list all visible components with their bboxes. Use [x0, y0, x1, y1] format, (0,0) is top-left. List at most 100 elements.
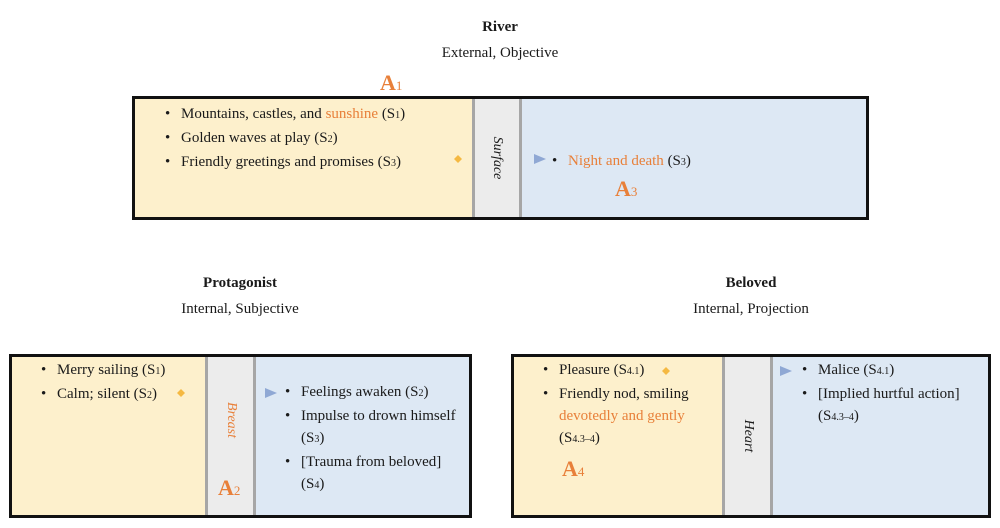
- stanza-ref: (S2): [405, 384, 429, 400]
- divider-label: Breast: [223, 402, 239, 439]
- list-item: Friendly greetings and promises (S3): [163, 151, 405, 175]
- stanza-ref: (S3): [301, 430, 325, 446]
- beloved-title: Beloved: [725, 275, 777, 291]
- stanza-number: 4.1: [876, 366, 890, 377]
- list-item: Malice (S4.1): [800, 359, 970, 383]
- annotation-letter: A: [562, 456, 578, 481]
- list-item: Golden waves at play (S2): [163, 127, 405, 151]
- river-surface-list: Mountains, castles, and sunshine (S1) Go…: [163, 103, 405, 175]
- annotation-letter: A: [615, 176, 631, 201]
- list-item: Night and death (S3): [550, 150, 691, 174]
- annotation-index: 3: [630, 184, 638, 199]
- river-subtitle: External, Objective: [441, 45, 559, 61]
- stanza-ref: (S4): [301, 476, 325, 492]
- stanza-number: 4.3–4: [572, 434, 595, 445]
- list-item: [Implied hurtful action] (S4.3–4): [800, 383, 970, 429]
- river-box: Mountains, castles, and sunshine (S1) Go…: [132, 96, 869, 220]
- protagonist-divider: Breast A2: [205, 357, 256, 515]
- stanza-number: 1: [155, 366, 161, 377]
- annotation-letter: A: [218, 475, 234, 500]
- protagonist-depth-list: Feelings awaken (S2) Impulse to drown hi…: [283, 381, 463, 497]
- annotation-a2: A2: [218, 475, 240, 501]
- item-text: [Trauma from beloved]: [301, 454, 442, 470]
- stanza-number: 1: [395, 110, 401, 121]
- annotation-index: 1: [395, 78, 403, 93]
- stanza-number: 2: [418, 388, 424, 399]
- list-item: Feelings awaken (S2): [283, 381, 463, 405]
- item-text: Friendly nod, smiling: [559, 386, 689, 402]
- list-item: Pleasure (S4.1): [541, 359, 716, 383]
- item-text: Golden waves at play: [181, 130, 315, 146]
- stanza-number: 2: [327, 134, 333, 145]
- stanza-number: 3: [314, 434, 320, 445]
- beloved-box: Pleasure (S4.1) Friendly nod, smiling de…: [511, 354, 991, 518]
- arrowhead-icon: [265, 388, 277, 398]
- river-surface-pane: Mountains, castles, and sunshine (S1) Go…: [135, 99, 472, 217]
- item-text: Mountains, castles, and: [181, 106, 326, 122]
- item-text: Friendly greetings and promises: [181, 154, 378, 170]
- stanza-ref: (S3): [377, 154, 401, 170]
- divider-label: Heart: [740, 419, 756, 453]
- stanza-ref: (S4.1): [613, 362, 645, 378]
- list-item: Calm; silent (S2): [39, 383, 165, 407]
- stanza-ref: (S1): [141, 362, 166, 378]
- beloved-depth-pane: Malice (S4.1) [Implied hurtful action] (…: [773, 357, 988, 515]
- stanza-number: 2: [147, 390, 153, 401]
- beloved-subtitle: Internal, Projection: [693, 301, 809, 317]
- annotation-a3: A3: [615, 176, 637, 202]
- river-depth-pane: Night and death (S3) A3: [522, 99, 866, 217]
- annotation-a1: A1: [380, 70, 402, 96]
- item-highlight: devotedly and gently: [559, 408, 685, 424]
- protagonist-arrow: [177, 388, 277, 398]
- stanza-number: 4: [314, 480, 320, 491]
- beloved-surface-pane: Pleasure (S4.1) Friendly nod, smiling de…: [514, 357, 722, 515]
- annotation-index: 4: [577, 464, 585, 479]
- protagonist-surface-pane: Merry sailing (S1) Calm; silent (S2): [12, 357, 205, 515]
- protagonist-surface-list: Merry sailing (S1) Calm; silent (S2): [39, 359, 165, 407]
- item-text: [664, 153, 668, 169]
- protagonist-depth-pane: Feelings awaken (S2) Impulse to drown hi…: [256, 357, 469, 515]
- stanza-number: 3: [390, 158, 396, 169]
- diamond-start-icon: [177, 389, 185, 397]
- annotation-index: 2: [233, 483, 241, 498]
- stanza-number: 3: [680, 157, 686, 168]
- arrowhead-icon: [534, 154, 546, 164]
- item-text: Malice: [818, 362, 864, 378]
- stanza-ref: (S4.1): [863, 362, 895, 378]
- protagonist-subtitle: Internal, Subjective: [181, 301, 299, 317]
- annotation-a4: A4: [562, 456, 584, 482]
- diamond-start-icon: [454, 155, 462, 163]
- stanza-ref: (S3): [667, 153, 691, 169]
- item-text: Pleasure: [559, 362, 614, 378]
- beloved-arrow: [662, 366, 792, 376]
- item-text: Feelings awaken: [301, 384, 406, 400]
- river-arrow: [454, 154, 546, 164]
- list-item: [Trauma from beloved] (S4): [283, 451, 463, 497]
- item-text: Impulse to drown himself: [301, 408, 456, 424]
- protagonist-title: Protagonist: [203, 275, 277, 291]
- item-text: Calm; silent: [57, 386, 134, 402]
- river-depth-list: Night and death (S3): [550, 150, 691, 174]
- list-item: Impulse to drown himself (S3): [283, 405, 463, 451]
- stanza-ref: (S2): [133, 386, 158, 402]
- list-item: Merry sailing (S1): [39, 359, 165, 383]
- beloved-depth-list: Malice (S4.1) [Implied hurtful action] (…: [800, 359, 970, 429]
- item-text: Merry sailing: [57, 362, 142, 378]
- beloved-divider: Heart: [722, 357, 773, 515]
- annotation-letter: A: [380, 70, 396, 95]
- protagonist-box: Merry sailing (S1) Calm; silent (S2) Bre…: [9, 354, 472, 518]
- stanza-ref: (S4.3–4): [818, 408, 859, 424]
- river-title: River: [482, 19, 518, 35]
- stanza-ref: (S2): [314, 130, 338, 146]
- stanza-number: 4.1: [626, 366, 640, 377]
- item-highlight: sunshine: [325, 106, 379, 122]
- list-item: Mountains, castles, and sunshine (S1): [163, 103, 405, 127]
- stanza-number: 4.3–4: [831, 412, 854, 423]
- arrowhead-icon: [780, 366, 792, 376]
- beloved-surface-list: Pleasure (S4.1) Friendly nod, smiling de…: [541, 359, 716, 451]
- river-divider: Surface: [472, 99, 522, 217]
- item-text: [Implied hurtful action]: [818, 386, 960, 402]
- list-item: Friendly nod, smiling devotedly and gent…: [541, 383, 716, 451]
- stanza-ref: (S1): [381, 106, 406, 122]
- diamond-start-icon: [662, 367, 670, 375]
